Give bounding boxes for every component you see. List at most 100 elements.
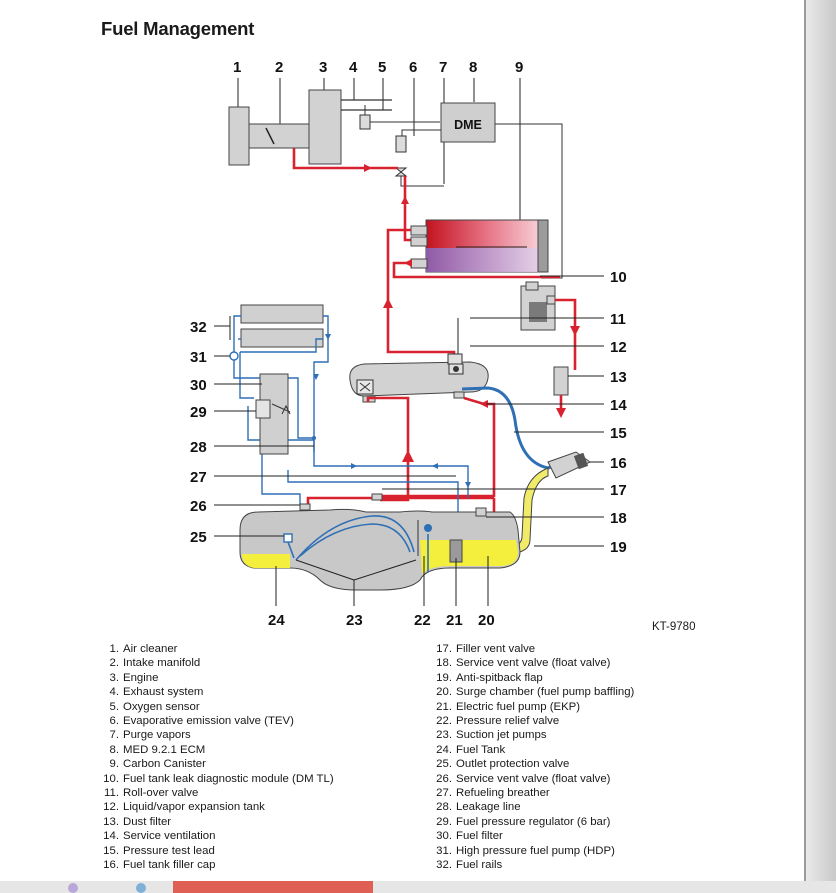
fuel-management-diagram: 1 2 3 4 5 6 7 8 9 DME xyxy=(190,59,627,629)
legend-item-text: Fuel tank filler cap xyxy=(123,859,216,872)
svg-text:6: 6 xyxy=(409,59,417,76)
legend-item-text: Anti-spitback flap xyxy=(456,671,543,684)
legend-item-number: 18. xyxy=(436,657,452,670)
legend-item-number: 3. xyxy=(109,671,120,684)
legend-item: 12.Liquid/vapor expansion tank xyxy=(101,800,334,814)
legend-item-text: Purge vapors xyxy=(123,729,191,742)
svg-text:28: 28 xyxy=(190,439,207,456)
svg-text:25: 25 xyxy=(190,529,207,546)
legend-item-text: Service vent valve (float valve) xyxy=(456,772,611,785)
legend-item: 1.Air cleaner xyxy=(101,642,334,656)
legend-item-number: 6. xyxy=(109,715,120,728)
legend-item-text: Exhaust system xyxy=(123,686,204,699)
legend-item-number: 20. xyxy=(436,686,452,699)
svg-text:13: 13 xyxy=(610,369,627,386)
legend-item-number: 15. xyxy=(103,844,119,857)
legend-item-number: 31. xyxy=(436,844,452,857)
legend-item: 11.Roll-over valve xyxy=(101,786,334,800)
legend-item-number: 27. xyxy=(436,787,452,800)
legend-item-text: MED 9.2.1 ECM xyxy=(123,743,206,756)
legend-item-number: 17. xyxy=(436,643,452,655)
legend-item-text: Pressure test lead xyxy=(123,844,215,857)
figure-id: KT-9780 xyxy=(652,621,696,633)
legend-item-text: Filler vent valve xyxy=(456,643,536,655)
legend-item-number: 13. xyxy=(103,815,119,828)
legend-item: 7.Purge vapors xyxy=(101,728,334,742)
legend-item: 20. Surge chamber (fuel pump baffling) xyxy=(434,685,634,699)
legend-item-number: 26. xyxy=(436,772,452,785)
air-cleaner xyxy=(228,106,250,166)
legend-item-text: Engine xyxy=(123,671,159,684)
legend-item: 10.Fuel tank leak diagnostic module (DM … xyxy=(101,772,333,786)
svg-text:24: 24 xyxy=(268,612,285,629)
legend-item-text: Dust filter xyxy=(123,815,172,828)
legend-item-text: Suction jet pumps xyxy=(456,729,547,742)
dme-ecm xyxy=(440,102,496,143)
viewer-toolbar-highlight[interactable] xyxy=(173,881,373,893)
outlet-protection-valve xyxy=(283,533,293,543)
legend-item-text: Intake manifold xyxy=(123,657,201,670)
pressure-regulator xyxy=(255,399,271,419)
svg-text:15: 15 xyxy=(610,425,627,442)
svg-text:27: 27 xyxy=(190,469,207,486)
svg-text:12: 12 xyxy=(610,339,627,356)
legend-item-number: 23. xyxy=(436,729,452,742)
legend-item-number: 10. xyxy=(103,772,119,785)
legend-item-text: Surge chamber (fuel pump baffling) xyxy=(456,686,635,699)
legend-item-number: 28. xyxy=(436,801,452,814)
svg-text:4: 4 xyxy=(349,59,358,76)
legend-item: 2.Intake manifold xyxy=(101,656,334,670)
legend-item: 18.Service vent valve (float valve) xyxy=(434,656,634,670)
svg-text:22: 22 xyxy=(414,612,431,629)
legend-item: 9.Carbon Canister xyxy=(101,757,334,771)
legend-item-number: 14. xyxy=(103,830,119,843)
legend-item-text: Fuel Tank xyxy=(456,743,506,756)
legend-item-text: Liquid/vapor expansion tank xyxy=(123,801,265,814)
legend-item: 5.Oxygen sensor xyxy=(101,700,334,714)
legend-item-text: Air cleaner xyxy=(123,643,178,655)
legend-item: 29.Fuel pressure regulator (6 bar) xyxy=(434,815,634,829)
legend-item-number: 8. xyxy=(109,743,120,756)
legend-item-number: 21. xyxy=(436,700,452,713)
svg-text:19: 19 xyxy=(610,539,627,556)
legend-item-number: 1. xyxy=(109,643,120,655)
svg-text:14: 14 xyxy=(610,397,627,414)
svg-text:23: 23 xyxy=(346,612,363,629)
legend-item: 14. Service ventilation xyxy=(101,829,334,843)
legend-item-text: Fuel rails xyxy=(456,859,503,872)
svg-text:1: 1 xyxy=(233,59,241,76)
legend-item-text: Service ventilation xyxy=(123,830,216,843)
svg-text:8: 8 xyxy=(469,59,477,76)
svg-text:5: 5 xyxy=(378,59,386,76)
legend-item-text: High pressure fuel pump (HDP) xyxy=(456,844,615,857)
svg-text:32: 32 xyxy=(190,319,207,336)
intake-manifold xyxy=(248,123,310,149)
legend-item: 23. Suction jet pumps xyxy=(434,728,634,742)
legend-item-number: 25. xyxy=(436,758,452,771)
toolbar-icon[interactable] xyxy=(136,883,146,893)
legend-item-number: 2. xyxy=(109,657,120,670)
svg-text:7: 7 xyxy=(439,59,447,76)
legend-item: 13. Dust filter xyxy=(101,815,334,829)
viewer-background xyxy=(806,0,836,893)
svg-text:18: 18 xyxy=(610,510,627,527)
legend-item-text: Evaporative emission valve (TEV) xyxy=(123,715,294,728)
oxygen-sensor xyxy=(359,114,371,130)
legend-item: 8.MED 9.2.1 ECM xyxy=(101,743,334,757)
legend-item-text: Roll-over valve xyxy=(123,787,199,800)
legend-item: 30.Fuel filter xyxy=(434,829,634,843)
legend-item: 31. High pressure fuel pump (HDP) xyxy=(434,844,634,858)
top-callout-numbers: 1 2 3 4 5 6 7 8 9 xyxy=(233,59,523,76)
legend-item: 25.Outlet protection valve xyxy=(434,757,634,771)
dust-filter xyxy=(553,366,569,396)
page-edge xyxy=(804,0,806,893)
legend-item-number: 9. xyxy=(109,758,120,771)
dme-label: DME xyxy=(454,118,482,132)
legend-item: 16.Fuel tank filler cap xyxy=(101,858,334,872)
toolbar-icon[interactable] xyxy=(68,883,78,893)
legend-item: 21.Electric fuel pump (EKP) xyxy=(434,700,634,714)
fuel-rail-lower xyxy=(240,328,324,348)
left-callout-numbers: 32 31 30 29 28 27 26 25 xyxy=(190,319,207,546)
